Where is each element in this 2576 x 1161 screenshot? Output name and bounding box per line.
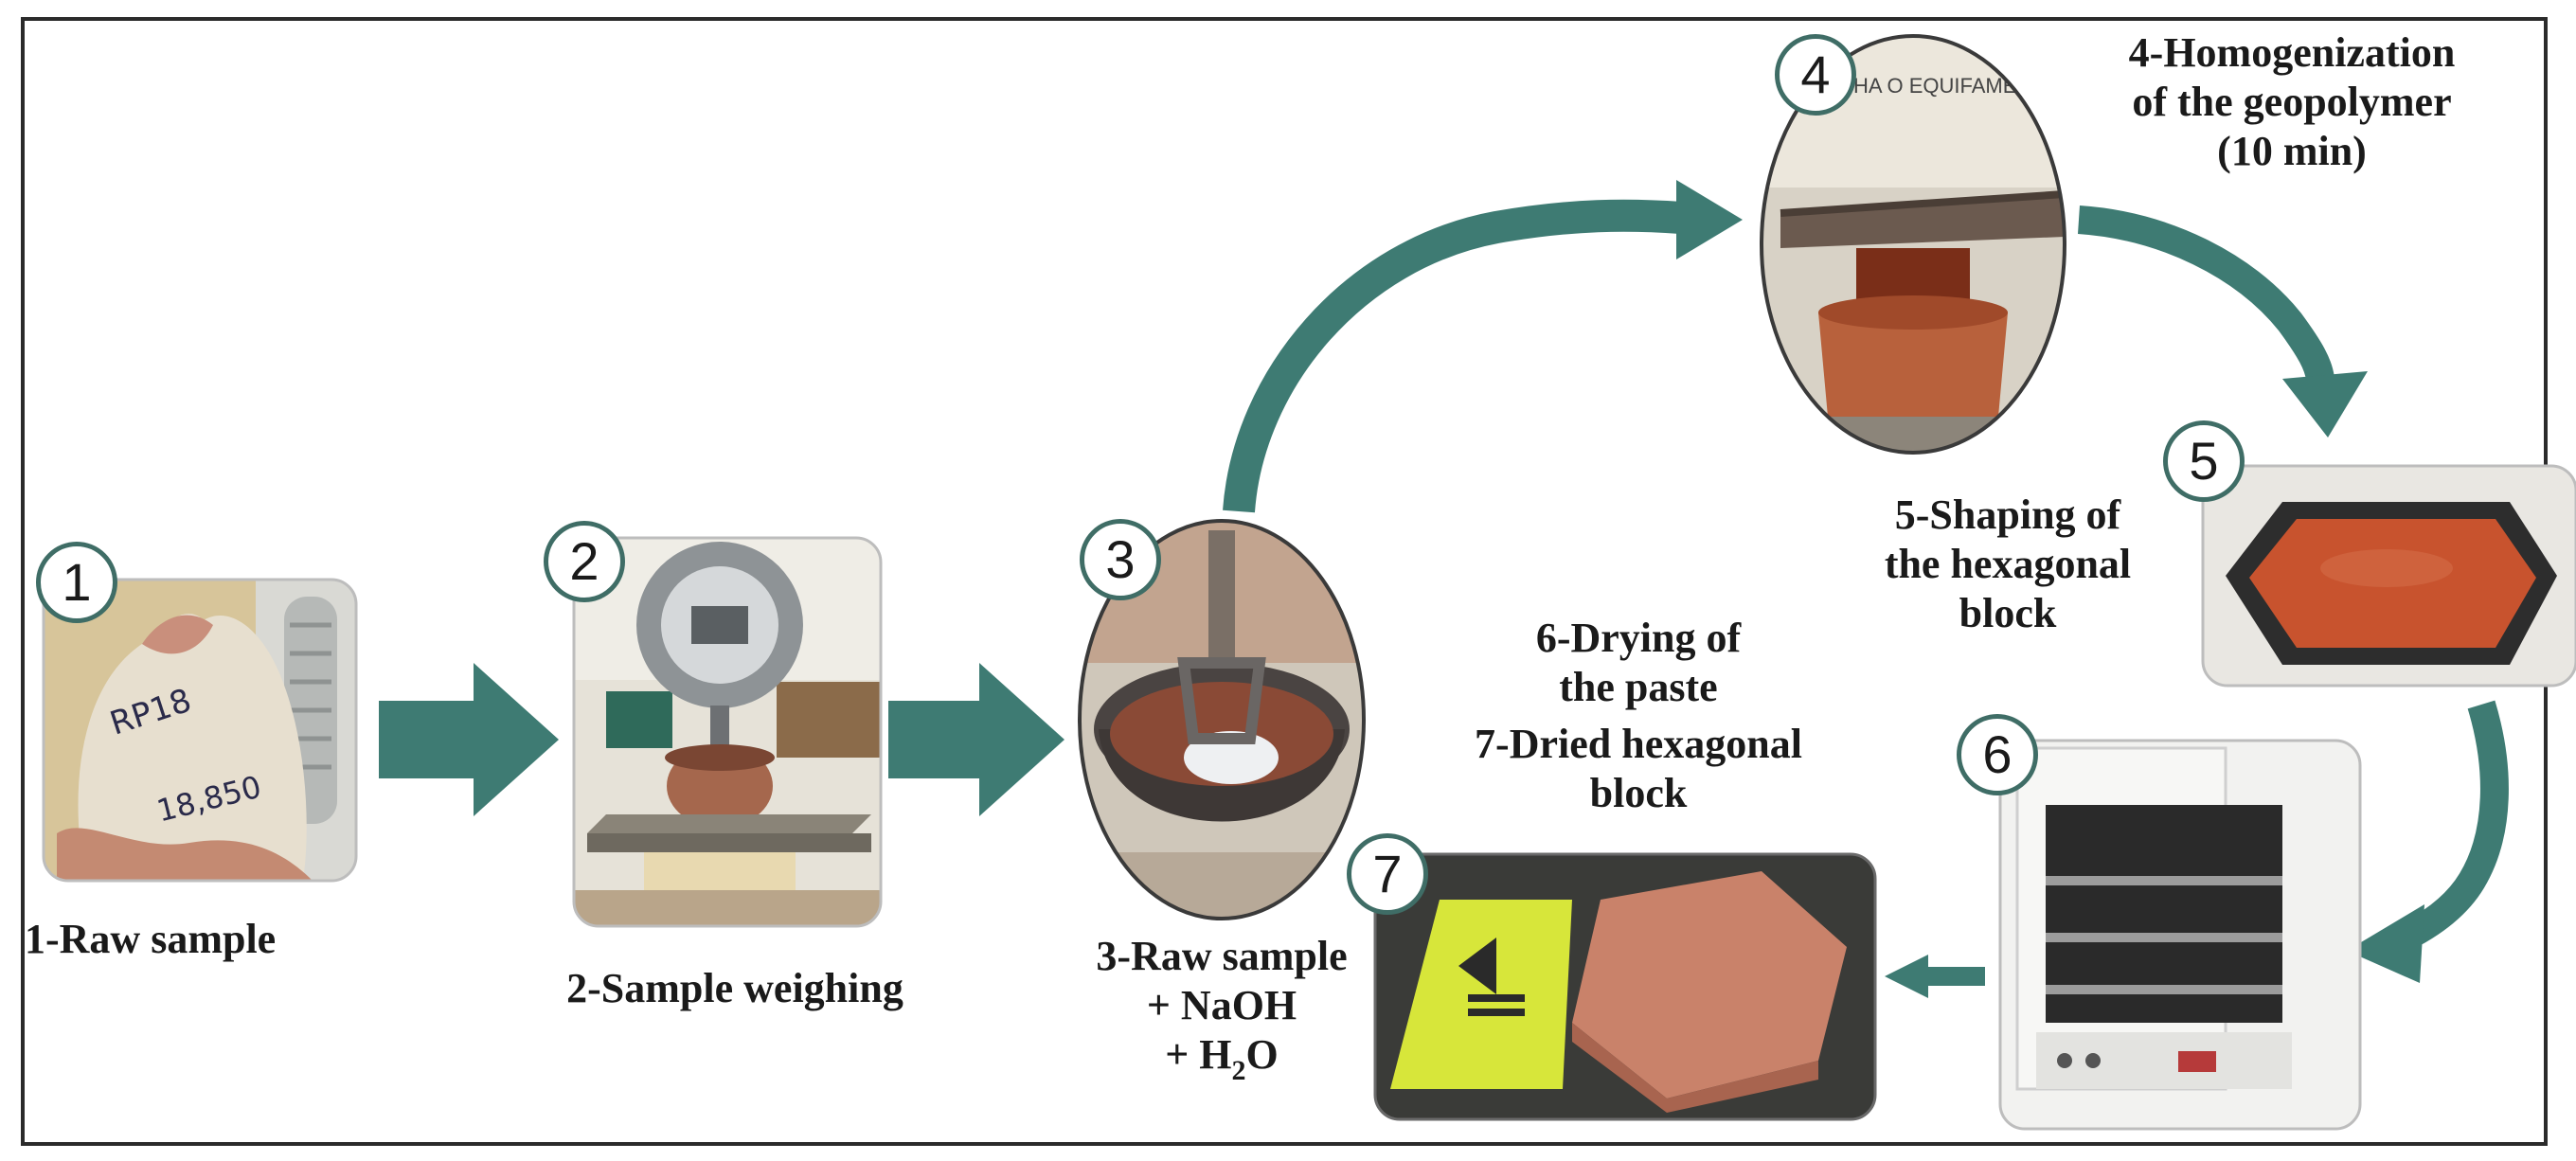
drying-oven-photo xyxy=(1998,739,2362,1131)
dried-hexagonal-block-photo xyxy=(1373,852,1877,1121)
arrow-1-to-2 xyxy=(379,663,559,816)
step-6-label-line-1: 6-Drying of xyxy=(1535,615,1742,661)
arrow-6-to-7 xyxy=(1885,955,1985,998)
step-5-label: 5-Shaping of the hexagonal block xyxy=(1828,491,2188,638)
step-4-label-line-1: 4-Homogenization xyxy=(2128,29,2456,76)
step-7-label-line-2: block xyxy=(1589,770,1688,816)
step-5-label-line-1: 5-Shaping of xyxy=(1894,491,2121,538)
step-4-label: 4-Homogenization of the geopolymer (10 m… xyxy=(2074,28,2510,176)
arrow-2-to-3 xyxy=(888,663,1064,816)
step-5-label-line-2: the hexagonal xyxy=(1884,541,2132,587)
step-7-label: 7-Dried hexagonal block xyxy=(1421,720,1856,818)
step-4-label-line-3: (10 min) xyxy=(2217,128,2367,174)
step-3-label-line-3: + H2O xyxy=(1165,1031,1279,1086)
step-3-label: 3-Raw sample + NaOH + H2O xyxy=(1032,932,1411,1086)
arrow-5-to-6 xyxy=(2347,700,2509,983)
step-6-label-line-2: the paste xyxy=(1559,664,1718,710)
step-4-label-line-2: of the geopolymer xyxy=(2132,79,2452,125)
step-2-number-badge: 2 xyxy=(544,521,625,602)
step-7-label-line-1: 7-Dried hexagonal xyxy=(1475,721,1802,767)
step-6-number-badge: 6 xyxy=(1957,714,2038,795)
hexagonal-mold-photo xyxy=(2201,464,2576,688)
step-2-label: 2-Sample weighing xyxy=(566,965,903,1011)
step-1-number-badge: 1 xyxy=(36,542,117,623)
step-6-label: 6-Drying of the paste xyxy=(1421,614,1856,712)
step-3-label-line-1: 3-Raw sample xyxy=(1096,933,1348,979)
step-1-label: 1-Raw sample xyxy=(25,916,277,962)
step-7-number-badge: 7 xyxy=(1347,833,1428,915)
step-5-number-badge: 5 xyxy=(2163,420,2245,502)
arrow-4-to-5 xyxy=(2077,205,2368,438)
step-3-label-line-2: + NaOH xyxy=(1146,982,1297,1028)
step-3-number-badge: 3 xyxy=(1080,519,1161,600)
step-5-label-line-3: block xyxy=(1959,590,2057,636)
step-4-number-badge: 4 xyxy=(1775,34,1856,116)
bag-of-raw-sample-photo: RP18 18,850 xyxy=(42,578,358,883)
weighing-scale-photo xyxy=(572,536,883,928)
arrow-3-to-4 xyxy=(1223,180,1743,513)
